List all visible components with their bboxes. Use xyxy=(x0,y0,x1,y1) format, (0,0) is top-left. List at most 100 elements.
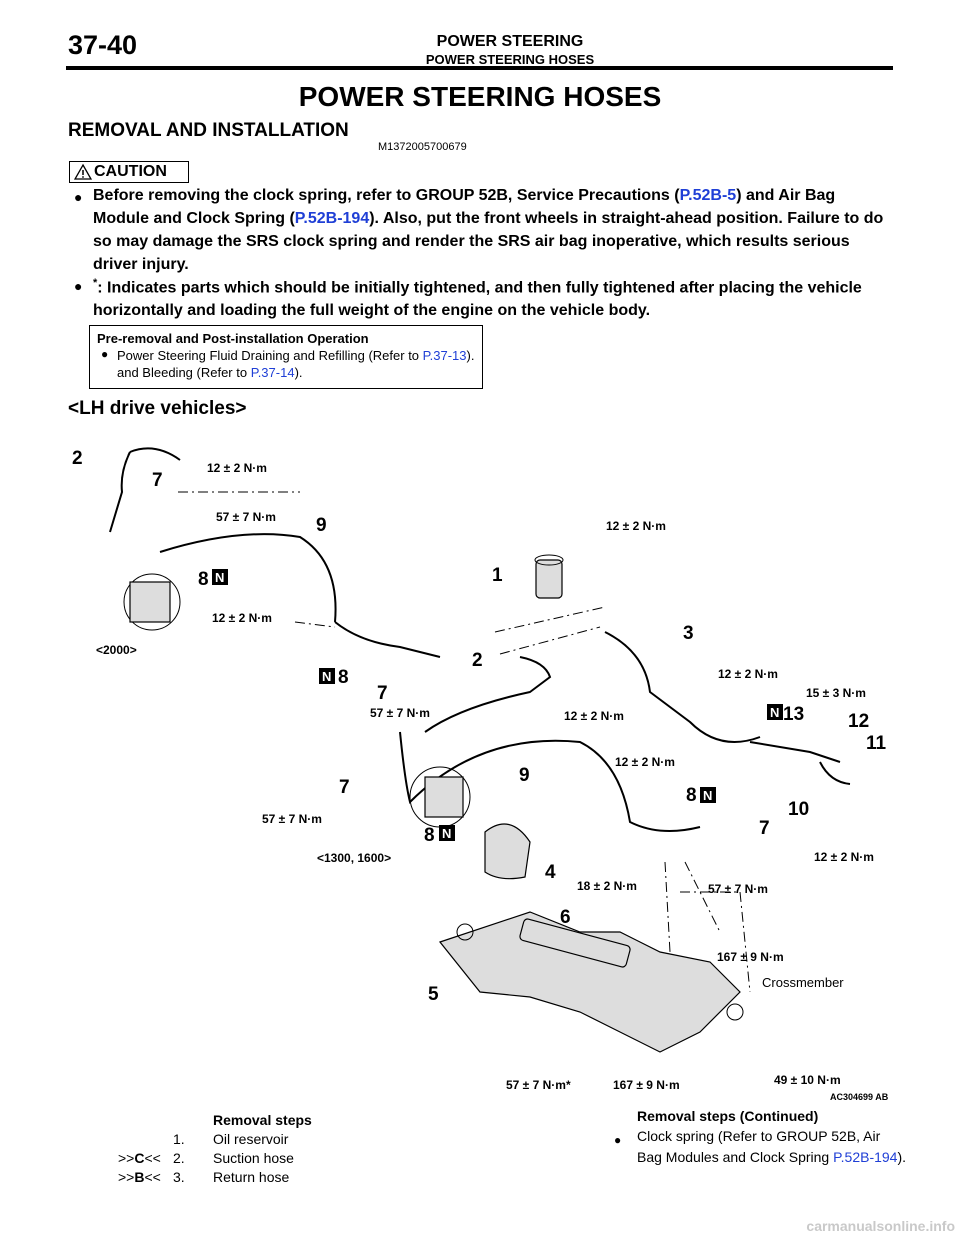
step-number: 1. xyxy=(173,1131,185,1147)
figure-id: AC304699 AB xyxy=(830,1092,889,1102)
step-number: 2. xyxy=(173,1150,185,1166)
return-hose xyxy=(604,631,761,743)
part-number: 8 xyxy=(338,667,349,688)
variant-heading: <LH drive vehicles> xyxy=(68,398,247,419)
n-tag: N xyxy=(319,668,335,684)
part-number: 7 xyxy=(152,470,163,491)
torque-label: 57 ± 7 N·m* xyxy=(506,1078,571,1092)
part-number: 12 xyxy=(848,711,869,732)
watermark: carmanualsonline.info xyxy=(806,1218,955,1234)
variant-1300-label: <1300, 1600> xyxy=(317,851,391,865)
link-p52b-5[interactable]: P.52B-5 xyxy=(679,187,737,204)
link-p52b-194[interactable]: P.52B-194 xyxy=(294,210,370,227)
link-p52b-194[interactable]: P.52B-194 xyxy=(833,1149,898,1165)
torque-label: 167 ± 9 N·m xyxy=(613,1078,680,1092)
step-label: Oil reservoir xyxy=(213,1131,289,1147)
page-number: 37-40 xyxy=(68,30,138,60)
bullet-dot: ● xyxy=(101,347,109,361)
caution-bullet-1: Before removing the clock spring, refer … xyxy=(93,184,893,276)
bullet-dot: ● xyxy=(614,1133,622,1147)
caution-bullet-2: *: Indicates parts which should be initi… xyxy=(93,272,893,322)
part-number: 6 xyxy=(560,907,571,928)
continued-step: Clock spring (Refer to GROUP 52B, Air Ba… xyxy=(637,1126,907,1168)
continued-text: ). xyxy=(897,1149,907,1165)
page-title: POWER STEERING HOSES xyxy=(298,81,662,112)
torque-label: 12 ± 2 N·m xyxy=(606,519,666,533)
exploded-diagram: 2 7 9 8 1 3 2 8 7 12 13 11 9 7 8 10 8 7 … xyxy=(72,447,889,1102)
n-tag: N xyxy=(439,825,455,841)
torque-label: 12 ± 2 N·m xyxy=(564,709,624,723)
pipe-13 xyxy=(749,741,841,763)
cover xyxy=(484,823,531,880)
step-reference: >>B<< xyxy=(118,1169,161,1185)
part-number: 8 xyxy=(424,825,435,846)
crossmember-label: Crossmember xyxy=(762,975,844,990)
torque-label: 12 ± 2 N·m xyxy=(615,755,675,769)
document-id: M1372005700679 xyxy=(378,141,467,153)
bullet-dot: ● xyxy=(74,189,83,205)
torque-label: 18 ± 2 N·m xyxy=(577,879,637,893)
part-number: 8 xyxy=(686,785,697,806)
step-number: 3. xyxy=(173,1169,185,1185)
torque-label: 57 ± 7 N·m xyxy=(370,706,430,720)
part-number: 7 xyxy=(759,818,770,839)
torque-label: 12 ± 2 N·m xyxy=(207,461,267,475)
suction-hose-1300 xyxy=(424,656,552,733)
step-reference: >>C<< xyxy=(118,1150,161,1166)
torque-label: 12 ± 2 N·m xyxy=(212,611,272,625)
hose-11 xyxy=(819,761,851,785)
caution-text: : Indicates parts which should be initia… xyxy=(93,279,862,320)
torque-label: 12 ± 2 N·m xyxy=(814,850,874,864)
part-number: 2 xyxy=(72,448,83,469)
part-number: 5 xyxy=(428,984,439,1005)
part-number: 7 xyxy=(339,777,350,798)
part-number: 2 xyxy=(472,650,483,671)
step-label: Return hose xyxy=(213,1169,290,1185)
continued-text: Clock spring (Refer to GROUP 52B, Air Ba… xyxy=(637,1128,881,1165)
removal-steps-heading: Removal steps xyxy=(213,1112,312,1128)
variant-2000-label: <2000> xyxy=(96,643,137,657)
suction-hose-2000 xyxy=(109,451,131,533)
diagram-drawing xyxy=(109,447,851,1053)
n-tag: N xyxy=(700,787,716,803)
link-p37-13[interactable]: P.37-13 xyxy=(422,348,467,363)
n-tag: N xyxy=(212,569,228,585)
pressure-hose-1300 xyxy=(399,731,701,832)
part-number: 3 xyxy=(683,623,694,644)
torque-label: 57 ± 7 N·m xyxy=(216,510,276,524)
caution-box xyxy=(69,161,189,183)
pre-operation-item: Power Steering Fluid Draining and Refill… xyxy=(117,347,477,381)
part-number: 11 xyxy=(866,733,887,754)
torque-label: 49 ± 10 N·m xyxy=(774,1073,841,1087)
link-p37-14[interactable]: P.37-14 xyxy=(250,365,295,380)
torque-label: 57 ± 7 N·m xyxy=(708,882,768,896)
part-number: 10 xyxy=(788,799,809,820)
pressure-hose-2000 xyxy=(159,533,337,623)
part-number: 1 xyxy=(492,565,503,586)
caution-text: Before removing the clock spring, refer … xyxy=(93,187,680,204)
pre-operation-heading: Pre-removal and Post-installation Operat… xyxy=(97,331,369,346)
svg-text:N: N xyxy=(215,570,224,585)
header-rule xyxy=(66,66,893,70)
n-tag: N xyxy=(767,704,783,720)
step-label: Suction hose xyxy=(213,1150,294,1166)
torque-label: 12 ± 2 N·m xyxy=(718,667,778,681)
part-number: 13 xyxy=(783,704,804,725)
asterisk-mark: * xyxy=(93,277,98,289)
caution-text: ) and Air Bag Module and Clock Spring ( xyxy=(93,187,836,227)
part-number: 4 xyxy=(545,862,556,883)
chapter-title: POWER STEERING xyxy=(436,33,584,50)
caution-text: ). Also, put the front wheels in straigh… xyxy=(93,210,884,273)
torque-label: 15 ± 3 N·m xyxy=(806,686,866,700)
pre-op-text: ). and Bleeding (Refer to xyxy=(117,348,475,380)
pump-2000 xyxy=(123,573,181,631)
crossmember-assembly xyxy=(438,911,741,1053)
svg-text:N: N xyxy=(322,669,331,684)
svg-text:N: N xyxy=(770,705,779,720)
pre-operation-box xyxy=(89,325,483,389)
bullet-dot: ● xyxy=(74,278,83,294)
pre-op-text: ). xyxy=(294,365,303,380)
svg-text:N: N xyxy=(442,826,451,841)
section-title: REMOVAL AND INSTALLATION xyxy=(68,120,349,141)
torque-label: 167 ± 9 N·m xyxy=(717,950,784,964)
